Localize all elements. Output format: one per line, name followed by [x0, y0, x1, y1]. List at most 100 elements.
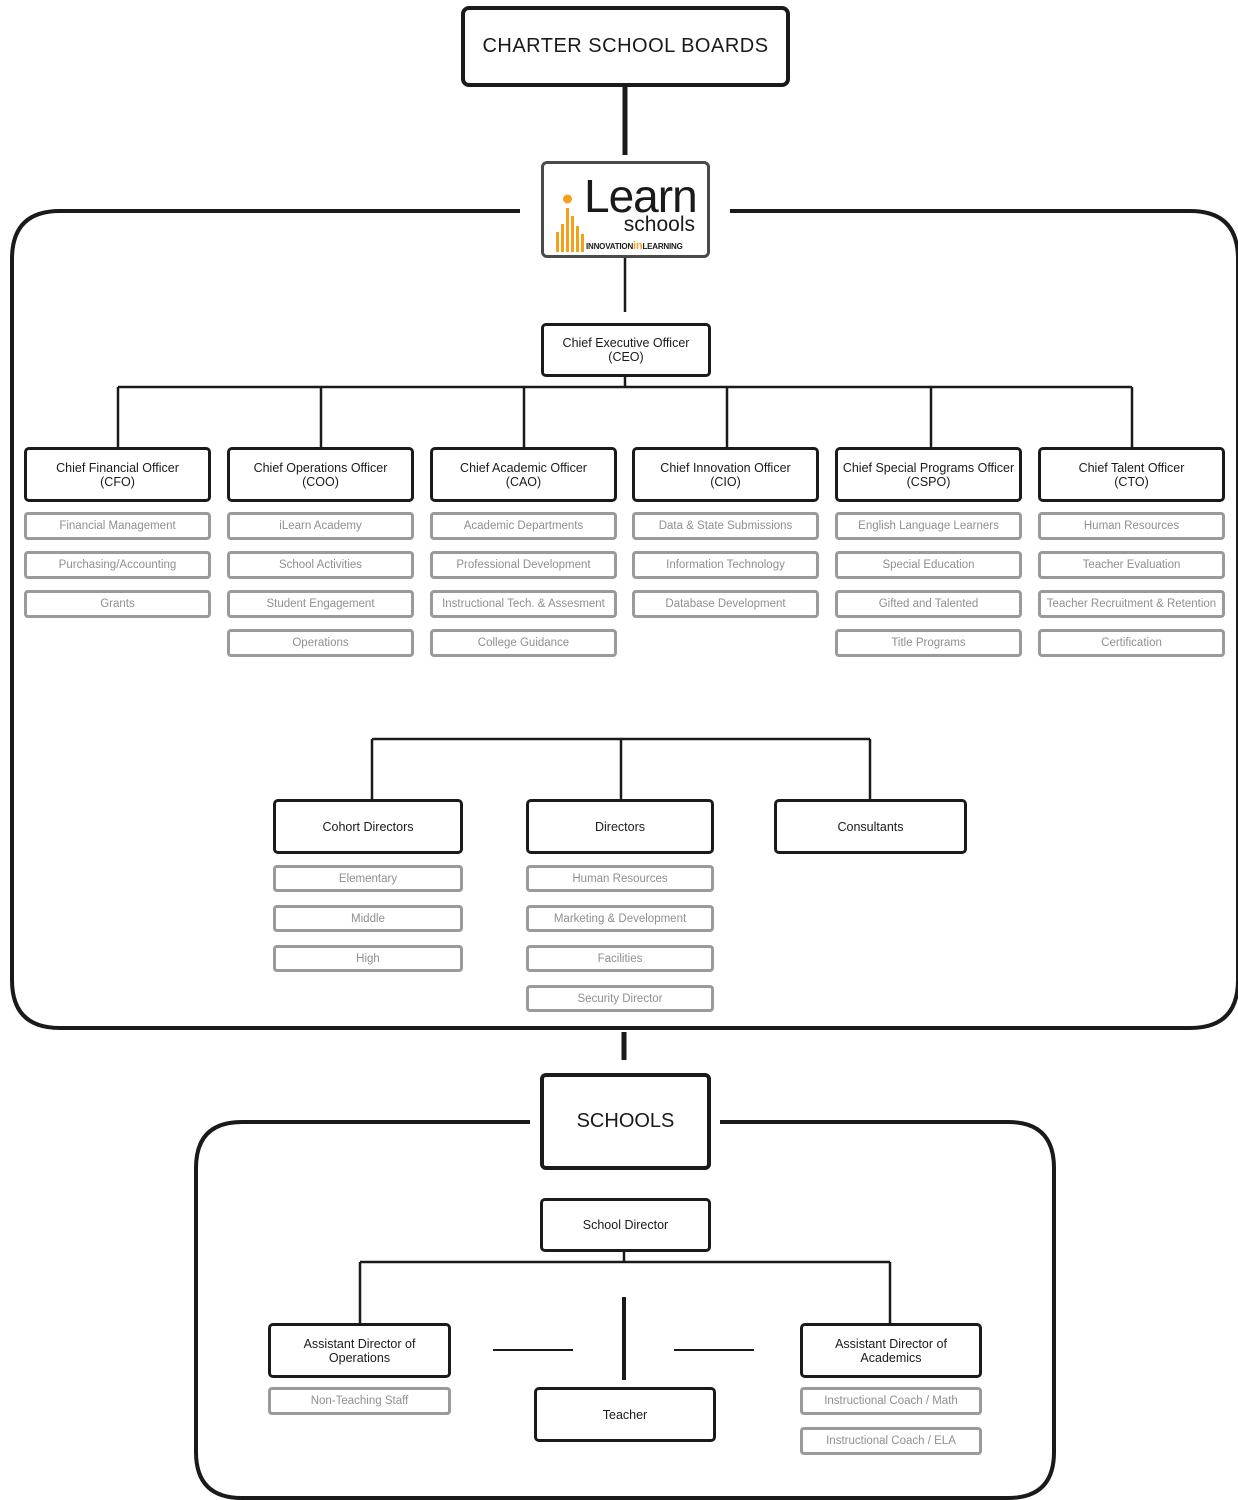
- director-group-item-label: Security Director: [577, 992, 663, 1005]
- asst-acad-line1: Assistant Director of: [835, 1336, 947, 1351]
- department-item: Human Resources: [1038, 512, 1225, 540]
- chief-officer-title: Chief Academic Officer: [460, 460, 587, 475]
- chief-officer-box: Chief Financial Officer(CFO): [24, 447, 211, 502]
- department-label: Academic Departments: [463, 520, 584, 532]
- asst-director-operations-box: Assistant Director of Operations: [268, 1323, 451, 1378]
- chief-officer-title: Chief Financial Officer: [56, 460, 179, 475]
- ilearn-bars-logo-icon: [556, 194, 584, 252]
- org-frame: [10, 209, 1238, 1030]
- department-item: Data & State Submissions: [632, 512, 819, 540]
- coach-ela-item: Instructional Coach / ELA: [800, 1427, 982, 1455]
- department-item: Instructional Tech. & Assesment: [430, 590, 617, 618]
- director-group-item-label: Human Resources: [572, 872, 668, 885]
- director-group-title: Directors: [594, 819, 645, 834]
- coach-math-label: Instructional Coach / Math: [824, 1395, 958, 1407]
- chief-officer-title: Chief Innovation Officer: [660, 460, 791, 475]
- department-label: Student Engagement: [266, 598, 375, 610]
- director-group-item: Elementary: [273, 865, 463, 892]
- department-item: Database Development: [632, 590, 819, 618]
- director-group-item-label: High: [356, 952, 380, 965]
- chief-officer-box: Chief Talent Officer(CTO): [1038, 447, 1225, 502]
- school-director-label: School Director: [582, 1218, 669, 1232]
- asst-ops-line2: Operations: [328, 1350, 391, 1365]
- director-group-item: Security Director: [526, 985, 714, 1012]
- department-item: Professional Development: [430, 551, 617, 579]
- chief-officer-title: Chief Talent Officer: [1078, 460, 1185, 475]
- schools-frame: [194, 1120, 1056, 1500]
- logo-schools: schools: [623, 213, 695, 236]
- school-director-box: School Director: [540, 1198, 711, 1252]
- ceo-box: Chief Executive Officer (CEO): [541, 323, 711, 377]
- asst-ops-line1: Assistant Director of: [303, 1336, 416, 1351]
- schools-box: SCHOOLS: [540, 1073, 711, 1170]
- teacher-box: Teacher: [534, 1387, 716, 1442]
- director-group-item: Marketing & Development: [526, 905, 714, 932]
- department-item: Gifted and Talented: [835, 590, 1022, 618]
- charter-school-boards-box: CHARTER SCHOOL BOARDS: [461, 6, 790, 87]
- schools-label: SCHOOLS: [576, 1110, 675, 1132]
- department-label: Purchasing/Accounting: [58, 559, 177, 571]
- department-item: Financial Management: [24, 512, 211, 540]
- chief-officer-box: Chief Special Programs Officer(CSPO): [835, 447, 1022, 502]
- director-group-item: Middle: [273, 905, 463, 932]
- director-group-title: Consultants: [837, 819, 904, 834]
- department-label: Grants: [100, 598, 135, 610]
- department-label: Database Development: [665, 598, 786, 610]
- department-item: Certification: [1038, 629, 1225, 657]
- director-group-box: Consultants: [774, 799, 967, 854]
- asst-director-academics-box: Assistant Director of Academics: [800, 1323, 982, 1378]
- department-item: Grants: [24, 590, 211, 618]
- director-group-box: Directors: [526, 799, 714, 854]
- department-item: Teacher Recruitment & Retention: [1038, 590, 1225, 618]
- chief-officer-abbr: (CIO): [710, 474, 741, 489]
- department-item: Information Technology: [632, 551, 819, 579]
- department-label: Operations: [292, 637, 349, 649]
- director-group-item-label: Elementary: [338, 872, 398, 885]
- department-item: Operations: [227, 629, 414, 657]
- department-label: Special Education: [882, 559, 975, 571]
- coach-math-item: Instructional Coach / Math: [800, 1387, 982, 1415]
- charter-school-boards-label: CHARTER SCHOOL BOARDS: [482, 35, 769, 57]
- coach-ela-label: Instructional Coach / ELA: [826, 1435, 956, 1447]
- director-group-item-label: Facilities: [597, 952, 643, 965]
- chief-officer-abbr: (CFO): [100, 474, 135, 489]
- director-group-item: High: [273, 945, 463, 972]
- ceo-title: Chief Executive Officer: [562, 336, 690, 350]
- department-item: Special Education: [835, 551, 1022, 579]
- department-item: Purchasing/Accounting: [24, 551, 211, 579]
- department-label: Certification: [1101, 637, 1162, 649]
- chief-officer-title: Chief Operations Officer: [253, 460, 388, 475]
- department-label: School Activities: [278, 559, 363, 571]
- department-label: Teacher Recruitment & Retention: [1046, 598, 1217, 610]
- asst-acad-line2: Academics: [860, 1350, 922, 1365]
- chief-officer-title: Chief Special Programs Officer: [842, 460, 1015, 475]
- non-teaching-staff-item: Non-Teaching Staff: [268, 1387, 451, 1415]
- department-label: Instructional Tech. & Assesment: [442, 598, 605, 610]
- logo-word: Learn: [584, 170, 698, 222]
- logo-tagline: INNOVATIONinLEARNING: [586, 240, 683, 252]
- ilearn-schools-logo: Learn schools INNOVATIONinLEARNING: [541, 161, 710, 258]
- department-label: Financial Management: [59, 520, 176, 532]
- department-label: English Language Learners: [858, 520, 999, 532]
- chief-officer-abbr: (COO): [302, 474, 339, 489]
- chief-officer-abbr: (CSPO): [906, 474, 951, 489]
- chief-officer-box: Chief Operations Officer(COO): [227, 447, 414, 502]
- chief-officer-abbr: (CTO): [1114, 474, 1149, 489]
- department-item: School Activities: [227, 551, 414, 579]
- department-item: Title Programs: [835, 629, 1022, 657]
- department-item: iLearn Academy: [227, 512, 414, 540]
- department-item: Teacher Evaluation: [1038, 551, 1225, 579]
- department-item: Student Engagement: [227, 590, 414, 618]
- chief-officer-abbr: (CAO): [505, 474, 542, 489]
- chief-officer-box: Chief Innovation Officer(CIO): [632, 447, 819, 502]
- teacher-label: Teacher: [602, 1407, 648, 1422]
- department-label: iLearn Academy: [279, 520, 362, 532]
- director-group-item: Facilities: [526, 945, 714, 972]
- department-item: College Guidance: [430, 629, 617, 657]
- department-item: Academic Departments: [430, 512, 617, 540]
- ceo-abbr: (CEO): [608, 350, 644, 364]
- department-label: Professional Development: [456, 559, 591, 571]
- department-label: Title Programs: [891, 637, 966, 649]
- department-label: College Guidance: [477, 637, 570, 649]
